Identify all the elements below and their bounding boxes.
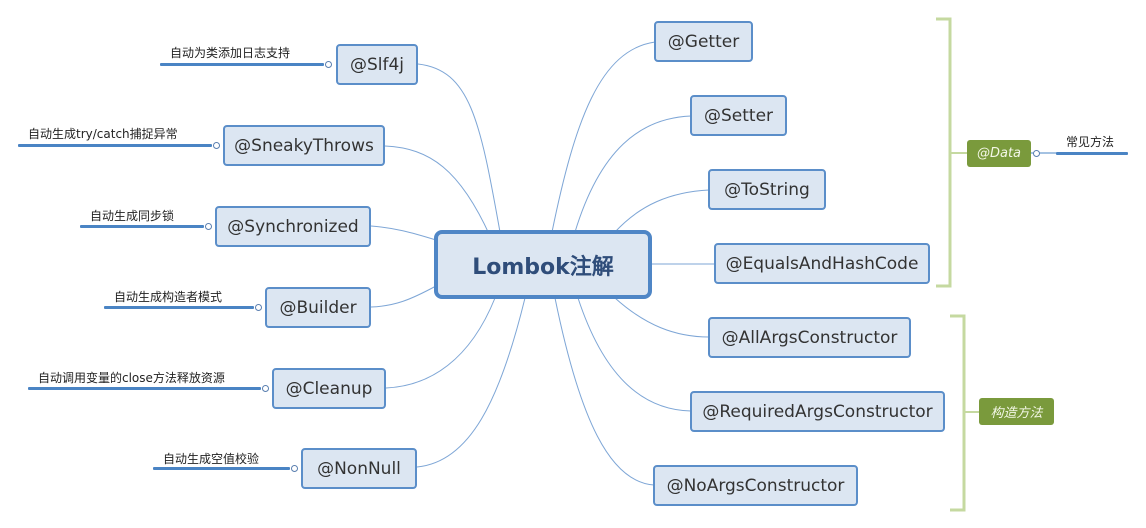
note-sneakythrows-underline	[18, 144, 212, 147]
group-data-note: 常见方法	[1066, 135, 1115, 149]
note-sneakythrows-knob[interactable]	[213, 142, 220, 149]
note-cleanup: 自动调用变量的close方法释放资源	[38, 371, 225, 385]
connector-builder	[370, 285, 437, 308]
note-nonnull: 自动生成空值校验	[163, 452, 260, 466]
node-cleanup[interactable]: @Cleanup	[272, 368, 386, 409]
node-setter[interactable]: @Setter	[690, 95, 787, 136]
node-equalsandhashcode[interactable]: @EqualsAndHashCode	[714, 243, 930, 284]
node-builder[interactable]: @Builder	[265, 287, 371, 328]
note-cleanup-underline	[28, 387, 261, 390]
note-sneakythrows: 自动生成try/catch捕捉异常	[28, 127, 178, 141]
connector-synchronized	[370, 225, 437, 241]
connector-requiredargs	[577, 297, 692, 412]
connector-setter	[574, 115, 692, 233]
connector-slf4j	[417, 63, 501, 233]
connector-allargs	[614, 297, 710, 338]
node-requiredargsconstructor[interactable]: @RequiredArgsConstructor	[690, 391, 945, 432]
note-slf4j-underline	[160, 63, 324, 66]
note-synchronized-underline	[80, 225, 204, 228]
node-synchronized[interactable]: @Synchronized	[215, 206, 371, 247]
group-data-badge[interactable]: @Data	[967, 140, 1031, 167]
node-getter[interactable]: @Getter	[654, 21, 753, 62]
constructor-group-bracket	[950, 314, 966, 512]
group-constructor-badge[interactable]: 构造方法	[979, 398, 1054, 425]
connector-sneakythrows	[384, 145, 491, 237]
connector-nonnull	[416, 297, 526, 468]
node-sneakythrows[interactable]: @SneakyThrows	[223, 125, 385, 166]
connector-getter	[551, 41, 656, 233]
note-builder: 自动生成构造者模式	[114, 290, 223, 304]
note-synchronized: 自动生成同步锁	[90, 209, 175, 223]
note-cleanup-knob[interactable]	[262, 385, 269, 392]
note-nonnull-knob[interactable]	[291, 465, 298, 472]
note-nonnull-underline	[153, 467, 290, 470]
node-tostring[interactable]: @ToString	[708, 169, 826, 210]
note-synchronized-knob[interactable]	[205, 223, 212, 230]
node-nonnull[interactable]: @NonNull	[301, 448, 417, 489]
connector-tostring	[614, 189, 710, 233]
node-slf4j[interactable]: @Slf4j	[336, 44, 418, 85]
root-node[interactable]: Lombok注解	[434, 230, 652, 299]
note-slf4j: 自动为类添加日志支持	[170, 46, 291, 60]
group-data-note-underline	[1056, 152, 1128, 155]
connector-noargs	[554, 297, 655, 486]
note-builder-underline	[104, 306, 254, 309]
connector-cleanup	[385, 297, 496, 389]
node-noargsconstructor[interactable]: @NoArgsConstructor	[653, 465, 858, 506]
node-allargsconstructor[interactable]: @AllArgsConstructor	[708, 317, 911, 358]
group-data-knob[interactable]	[1033, 150, 1040, 157]
note-slf4j-knob[interactable]	[325, 61, 332, 68]
data-group-bracket	[936, 17, 952, 288]
note-builder-knob[interactable]	[255, 304, 262, 311]
